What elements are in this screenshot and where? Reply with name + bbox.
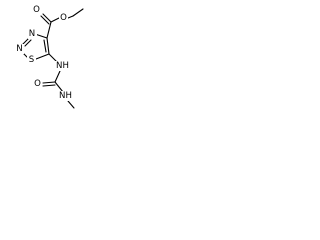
chemical-structure: O O N N S NH O NH bbox=[15, 5, 84, 109]
bond-urea-c-nh bbox=[54, 81, 64, 93]
bond-carbonyl-double-a bbox=[42, 13, 52, 23]
carbonyl-oxygen-label: O bbox=[33, 5, 40, 15]
ring-nitrogen-top-label: N bbox=[29, 29, 35, 39]
ring-sulfur-label: S bbox=[29, 55, 34, 65]
bond-n3-n2-double-b bbox=[24, 39, 32, 47]
bond-n3-n2-double-a bbox=[21, 37, 30, 46]
bond-ester-ring bbox=[46, 21, 52, 39]
ring-nitrogen-left-label: N bbox=[16, 44, 22, 54]
bond-urea-double-a bbox=[42, 81, 56, 84]
bond-s1-c5 bbox=[35, 53, 50, 60]
bond-nh-methyl bbox=[67, 100, 75, 109]
ring-sulfur-atom: S bbox=[27, 55, 36, 65]
amine-nh-label: NH bbox=[56, 61, 69, 71]
bond-nh-urea-c bbox=[54, 70, 61, 83]
atom-labels: O O N N S NH O NH bbox=[15, 5, 73, 101]
amine-nh-atom: NH bbox=[55, 61, 70, 71]
bond-ethyl-ch3-ch2 bbox=[72, 8, 84, 17]
methyl-nh-label: NH bbox=[59, 91, 72, 101]
urea-oxygen-label: O bbox=[34, 79, 41, 89]
bond-urea-double-b bbox=[42, 84, 56, 87]
ester-oxygen-atom: O bbox=[59, 13, 68, 23]
carbonyl-oxygen-atom: O bbox=[32, 5, 41, 15]
bond-carbonyl-double-b bbox=[40, 15, 50, 25]
ring-nitrogen-top-atom: N bbox=[28, 29, 37, 39]
bond-c4-c5-double-b bbox=[43, 39, 47, 53]
methyl-nh-atom: NH bbox=[58, 91, 73, 101]
ester-oxygen-label: O bbox=[60, 13, 67, 23]
bond-ester-o-c bbox=[50, 17, 60, 23]
urea-oxygen-atom: O bbox=[33, 79, 42, 89]
bond-ethyl-ch2-o bbox=[67, 15, 74, 19]
ring-nitrogen-left-atom: N bbox=[15, 44, 24, 54]
bond-c4-c5-double-a bbox=[46, 37, 50, 55]
